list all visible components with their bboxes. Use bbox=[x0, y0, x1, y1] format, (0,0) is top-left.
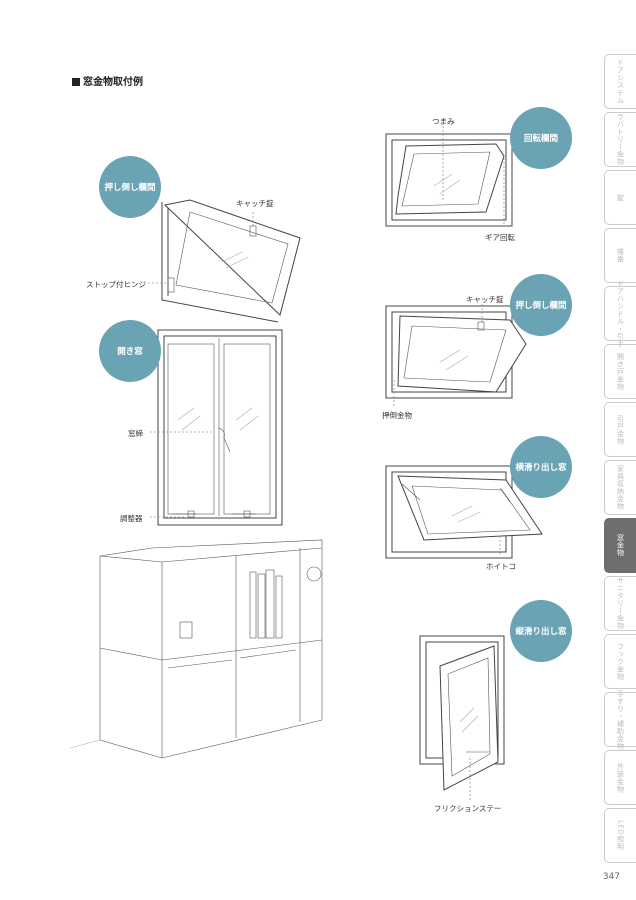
side-index-tabs: ドアシステム ラバトリー金物 錠 蝶番 ドアハンドル・引手 開き戸金物 引戸金物… bbox=[604, 54, 636, 866]
side-tab-door-handle[interactable]: ドアハンドル・引手 bbox=[604, 280, 636, 347]
side-tab-hinged-door[interactable]: 開き戸金物 bbox=[604, 344, 636, 399]
label-oshitaoshi-kanamono: 押倒金物 bbox=[382, 411, 412, 420]
section-title: 窓金物取付例 bbox=[72, 73, 143, 88]
side-tab-lavatory[interactable]: ラバトリー金物 bbox=[604, 112, 636, 167]
label-tsumami: つまみ bbox=[432, 117, 455, 126]
kaiten-transom-drawing bbox=[385, 126, 513, 227]
label-stop-hinge: ストップ付ヒンジ bbox=[86, 280, 146, 289]
badge-oshitaoshi-left: 押し倒し欄間 bbox=[99, 156, 161, 218]
side-tab-handrail[interactable]: 手すり・補助金物 bbox=[604, 690, 636, 750]
square-bullet-icon bbox=[72, 78, 80, 86]
yokosuberi-window-drawing bbox=[385, 465, 543, 559]
casement-window-drawing bbox=[150, 329, 283, 526]
side-tab-window[interactable]: 窓金物 bbox=[604, 518, 636, 573]
side-tab-sanitary[interactable]: サニタリー金物 bbox=[604, 576, 636, 631]
badge-kaiten: 回転欄間 bbox=[510, 107, 572, 169]
tatesuberi-window-drawing bbox=[419, 635, 505, 800]
label-madojime: 窓締 bbox=[128, 429, 143, 438]
label-gear: ギア回転 bbox=[485, 233, 515, 242]
side-tab-sliding-door[interactable]: 引戸金物 bbox=[604, 402, 636, 457]
badge-tatesuberi: 縦滑り出し窓 bbox=[510, 600, 572, 662]
label-hoitoko: ホイトコ bbox=[486, 562, 516, 571]
label-catch-right: キャッチ錠 bbox=[466, 295, 504, 304]
label-friction-stay: フリクションステー bbox=[434, 804, 502, 813]
section-title-text: 窓金物取付例 bbox=[83, 77, 143, 88]
side-tab-furniture[interactable]: 家具収納金物 bbox=[604, 460, 636, 515]
label-chouseiki: 調整器 bbox=[120, 514, 143, 523]
badge-oshitaoshi-right: 押し倒し欄間 bbox=[510, 274, 572, 336]
badge-hirakimado: 開き窓 bbox=[99, 320, 161, 382]
side-tab-hinge[interactable]: 蝶番 bbox=[604, 228, 636, 283]
side-tab-led[interactable]: LED照明 bbox=[604, 808, 636, 863]
oshitaoshi-transom-left-drawing bbox=[148, 199, 301, 323]
side-tab-lock[interactable]: 錠 bbox=[604, 170, 636, 225]
side-tab-door-system[interactable]: ドアシステム bbox=[604, 54, 636, 109]
badge-yokosuberi: 横滑り出し窓 bbox=[510, 436, 572, 498]
oshitaoshi-transom-right-drawing bbox=[385, 304, 527, 406]
cabinet-drawing bbox=[69, 539, 323, 759]
side-tab-exterior[interactable]: 外装金物 bbox=[604, 750, 636, 805]
side-tab-hook[interactable]: フック金物 bbox=[604, 634, 636, 689]
label-catch-left: キャッチ錠 bbox=[236, 199, 274, 208]
page-number: 347 bbox=[602, 872, 620, 882]
